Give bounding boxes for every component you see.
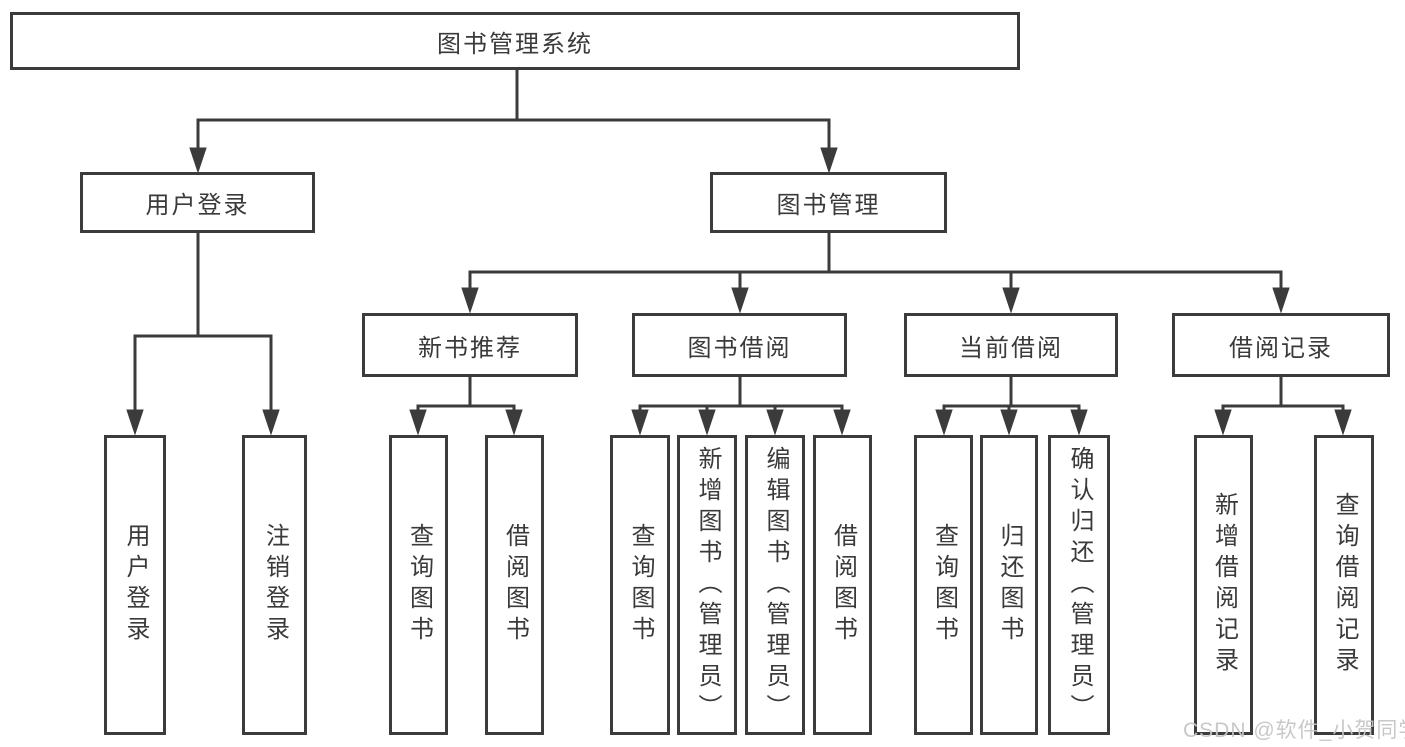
leaf-logout: 注销登录 <box>242 435 307 735</box>
connector-book-management-to-level3 <box>461 233 1290 314</box>
node-book-borrow: 图书借阅 <box>632 313 847 377</box>
node-root: 图书管理系统 <box>10 12 1020 70</box>
arrowhead <box>1002 287 1020 314</box>
leaf-query-books-2: 查询图书 <box>610 435 670 735</box>
arrowhead <box>1334 409 1352 436</box>
leaf-query-borrow-record: 查询借阅记录 <box>1314 435 1374 735</box>
leaf-borrow-books-1: 借阅图书 <box>485 435 544 735</box>
leaf-add-borrow-record: 新增借阅记录 <box>1194 435 1253 735</box>
arrowhead <box>1070 409 1088 436</box>
arrowhead <box>1000 409 1018 436</box>
leaf-add-books-admin: 新增图书（管理员） <box>677 435 737 735</box>
arrowhead <box>1272 287 1290 314</box>
arrowhead <box>766 409 784 436</box>
connector-borrow-records-to-leaves <box>1214 377 1352 436</box>
connector-book-borrow-to-leaves <box>631 377 851 436</box>
leaf-confirm-return-admin: 确认归还（管理员） <box>1048 435 1110 735</box>
arrowhead <box>461 287 479 314</box>
connector-new-book-recommend-to-leaves <box>409 377 523 436</box>
connector-current-borrow-to-leaves <box>935 377 1088 436</box>
node-user-login: 用户登录 <box>80 172 315 233</box>
watermark: CSDN @软件_小贺同学 <box>1183 719 1405 742</box>
node-new-book-recommend: 新书推荐 <box>362 313 578 377</box>
leaf-return-books: 归还图书 <box>980 435 1038 735</box>
leaf-edit-books-admin: 编辑图书（管理员） <box>745 435 805 735</box>
arrowhead <box>126 409 144 436</box>
leaf-borrow-books-2: 借阅图书 <box>813 435 872 735</box>
connector-root-to-level2 <box>189 70 838 174</box>
arrowhead <box>505 409 523 436</box>
arrowhead <box>935 409 953 436</box>
arrowhead <box>262 409 280 436</box>
arrowhead <box>409 409 427 436</box>
arrowhead <box>833 409 851 436</box>
arrowhead <box>820 147 838 174</box>
arrowhead <box>1214 409 1232 436</box>
arrowhead <box>731 287 749 314</box>
leaf-user-login: 用户登录 <box>104 435 166 735</box>
leaf-query-books-3: 查询图书 <box>914 435 973 735</box>
arrowhead <box>189 147 207 174</box>
node-book-management: 图书管理 <box>710 172 947 233</box>
arrowhead <box>698 409 716 436</box>
connector-user-login-to-leaves <box>126 233 280 436</box>
node-current-borrow: 当前借阅 <box>904 313 1118 377</box>
arrowhead <box>631 409 649 436</box>
node-borrow-records: 借阅记录 <box>1172 313 1390 377</box>
leaf-query-books-1: 查询图书 <box>389 435 448 735</box>
